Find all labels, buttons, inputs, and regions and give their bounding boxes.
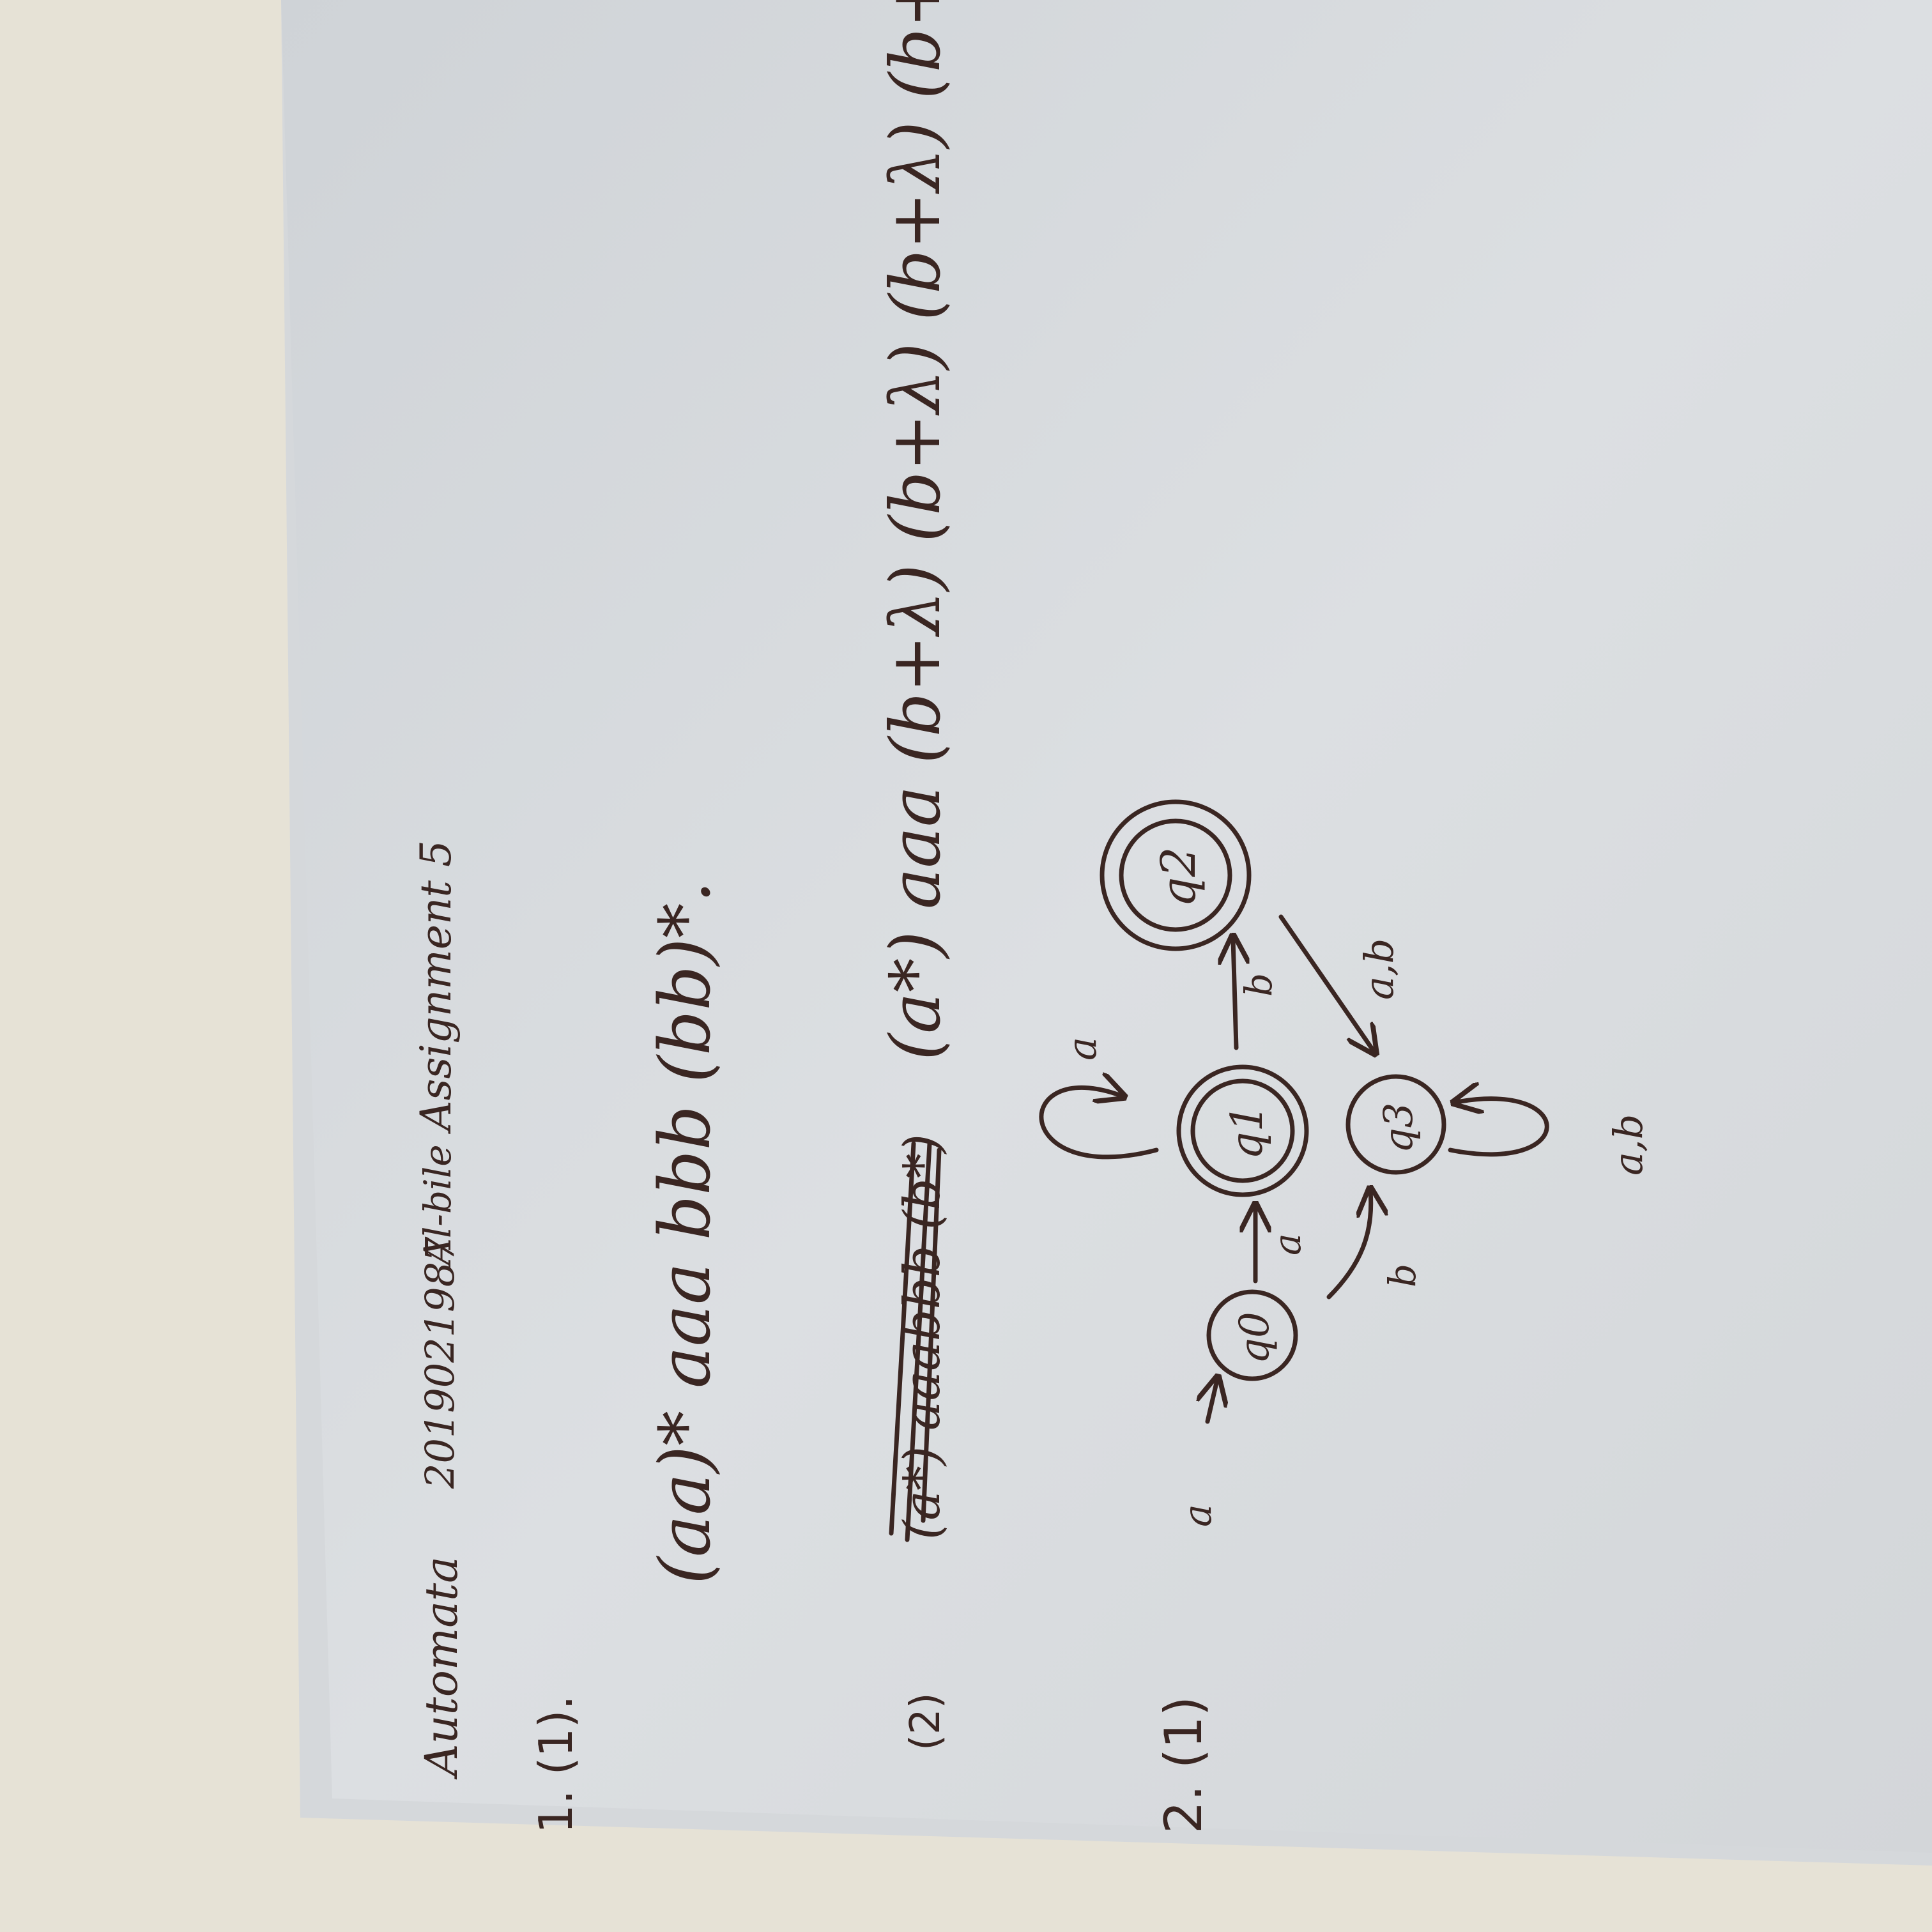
edge-q2-q3 xyxy=(1278,914,1374,1051)
state-q2 xyxy=(1100,799,1252,951)
state-q2-label: q2 xyxy=(1151,847,1206,907)
paper-sheet xyxy=(281,0,1932,1853)
state-q0-label: q0 xyxy=(1231,1312,1278,1364)
header-student-id: 2019021987 xyxy=(417,1236,463,1489)
state-q1-inner xyxy=(1190,1078,1295,1183)
edge-q0-q1-label: a xyxy=(1266,1233,1309,1255)
edge-q2-q3-label: a,b xyxy=(1356,939,1402,1000)
q2-margin-mark: a xyxy=(1176,1504,1220,1527)
edge-q3-loop xyxy=(1450,1099,1549,1157)
state-q3-label: q3 xyxy=(1375,1103,1422,1153)
header-name: Al-bile xyxy=(416,1144,459,1268)
edge-q0-q3-label: b xyxy=(1381,1264,1424,1287)
q1-label: 1. (1). xyxy=(529,1696,583,1834)
edge-q0-q3 xyxy=(1326,1192,1371,1300)
q1-part2-crossed: (a*) aaabbb (b*) xyxy=(889,1134,951,1542)
edge-q1-loop-label: a xyxy=(1059,1037,1105,1061)
edge-q3-loop-label: a,b xyxy=(1605,1114,1652,1176)
state-q2-inner xyxy=(1119,818,1232,932)
q2-label: 2. (1) xyxy=(1154,1696,1213,1834)
header-course: Automata xyxy=(415,1556,468,1780)
state-q0 xyxy=(1206,1289,1298,1381)
header-assignment: Assignment 5 xyxy=(411,840,461,1135)
state-q1-label: q1 xyxy=(1222,1104,1273,1160)
edge-q1-loop xyxy=(1039,1087,1159,1160)
q1-part2-label: (2) xyxy=(902,1692,949,1751)
state-q3 xyxy=(1346,1074,1446,1175)
state-q1 xyxy=(1176,1064,1309,1197)
state-diagram: q0 a q1 a b q2 b q3 a,b a,b xyxy=(1039,799,1652,1424)
q1-part1-answer: (aa)* aaa bbb (bb)*. xyxy=(644,880,726,1584)
q1-part2-answer: (a*) aaa (b+λ) (b+λ) (b+λ) (b+λ) xyxy=(876,0,956,1061)
start-arrow xyxy=(1208,1380,1217,1424)
edge-q1-q2 xyxy=(1233,939,1236,1050)
edge-q1-q2-label: b xyxy=(1237,973,1280,997)
